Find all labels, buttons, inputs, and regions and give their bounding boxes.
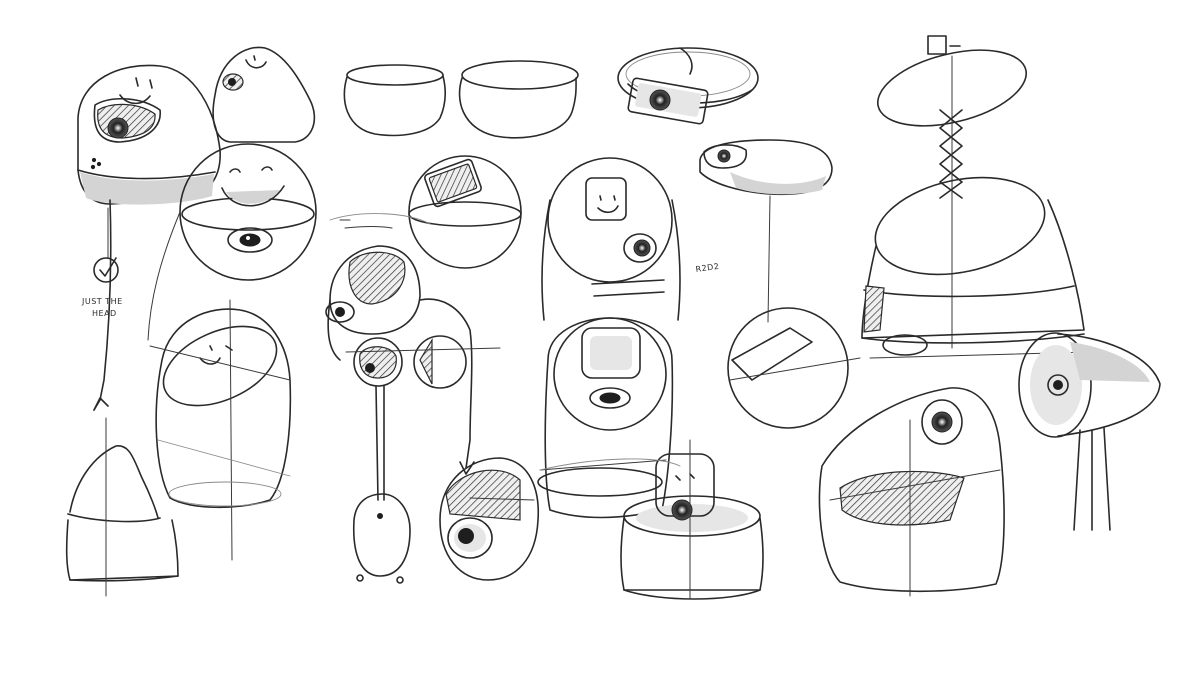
sketch-cone-base [65, 417, 179, 597]
sketch-r2d2-robot: R2D2 [541, 157, 720, 321]
sketch-egg-face [149, 299, 292, 561]
note-just-the-head-line2: HEAD [92, 309, 117, 318]
note-r2d2: R2D2 [695, 262, 720, 274]
sketch-egg-pod [352, 493, 411, 584]
camera-lens-icon [649, 89, 671, 111]
sketch-bowl-1 [343, 64, 447, 137]
sketch-smiley-sphere [93, 143, 317, 411]
sketch-tall-capsule [537, 317, 674, 519]
sketch-tilted-head-robot: JUST THE HEAD [77, 64, 221, 318]
sketch-bowl-2 [458, 60, 579, 139]
construction-lines [157, 213, 681, 477]
sketch-sphere-with-plane [727, 307, 861, 429]
sketch-small-cone-head [212, 46, 316, 143]
sketch-twin-spheres [345, 335, 501, 501]
sketch-lampshade-base [861, 176, 1091, 359]
checkmark-circle-icon [93, 257, 119, 283]
note-just-the-head-line1: JUST THE [81, 297, 123, 306]
sketch-phone-sphere [408, 155, 522, 269]
sketch-dome-camera [617, 47, 759, 125]
camera-lens-icon [107, 117, 129, 139]
sketch-hatched-globe [439, 457, 540, 581]
sketch-hanging-pod [699, 139, 833, 323]
sketch-cylinder-face-camera [620, 439, 764, 600]
sketch-spotlight-head [1018, 332, 1161, 531]
sketch-ceiling-disc-spring [877, 35, 1027, 349]
sketch-hooded-seat [818, 387, 1005, 597]
sketch-bubble-on-sticks [325, 219, 475, 475]
